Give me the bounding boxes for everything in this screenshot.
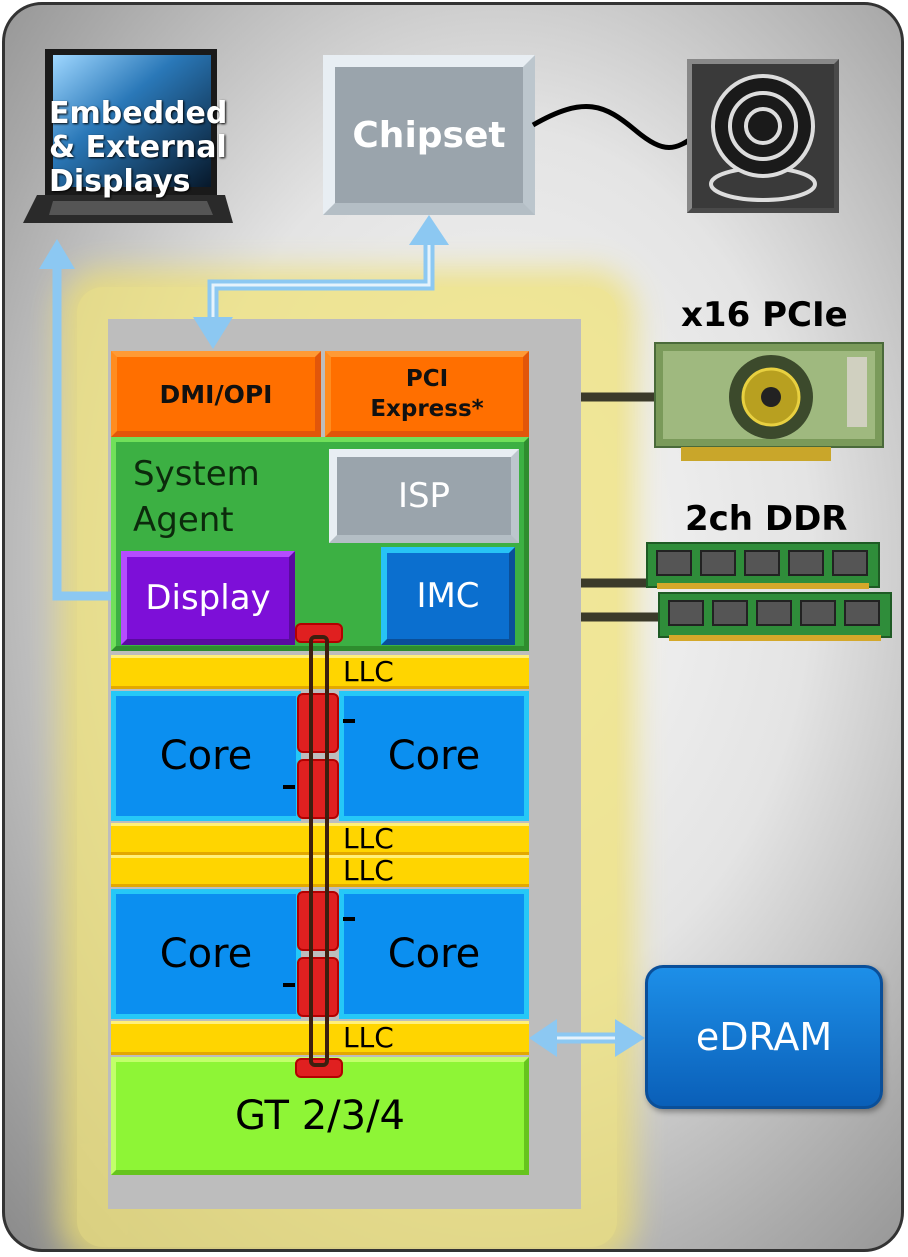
gt-label: GT 2/3/4 xyxy=(234,1093,406,1139)
pci-express-block: PCI Express* xyxy=(325,351,529,437)
laptop-icon xyxy=(23,49,233,223)
edram-block: eDRAM xyxy=(645,965,883,1109)
displays-label-line: Displays xyxy=(49,164,191,199)
core-label: Core xyxy=(387,733,481,779)
core-block: Core xyxy=(111,691,301,821)
memory-module-icon xyxy=(646,542,892,641)
llc-bar xyxy=(111,855,529,887)
ring-stop-tick xyxy=(283,983,295,987)
isp-block: ISP xyxy=(329,449,519,543)
dmi-opi-label: DMI/OPI xyxy=(159,379,273,409)
connection-arrows xyxy=(39,215,663,1057)
webcam-icon xyxy=(709,74,817,202)
graphics-card-icon xyxy=(654,342,884,461)
llc-bar xyxy=(111,1021,529,1055)
core-label: Core xyxy=(387,931,481,977)
camera-cable xyxy=(531,104,699,150)
ring-stop xyxy=(297,891,339,951)
displays-label-line: Embedded xyxy=(49,96,228,131)
system-agent-label-line: System xyxy=(133,454,260,494)
ddr-label: 2ch DDR xyxy=(685,499,848,539)
llc-label: LLC xyxy=(343,822,394,855)
ring-bus-outline xyxy=(309,635,329,1067)
core-label: Core xyxy=(159,733,253,779)
llc-label: LLC xyxy=(343,854,394,887)
system-agent-label: System Agent xyxy=(133,451,260,543)
llc-bar xyxy=(111,655,529,689)
ring-stop-tick xyxy=(343,917,355,921)
ring-stop-tick xyxy=(343,719,355,723)
core-label: Core xyxy=(159,931,253,977)
camera-box xyxy=(687,59,839,213)
displays-label-line: & External xyxy=(49,130,227,165)
ring-stop xyxy=(295,1058,343,1078)
dmi-opi-block: DMI/OPI xyxy=(111,351,321,437)
llc-bar xyxy=(111,823,529,855)
pcie-label: x16 PCIe xyxy=(681,295,848,335)
ring-stop-tick xyxy=(283,785,295,789)
chipset-block: Chipset xyxy=(323,55,535,215)
core-block: Core xyxy=(339,889,529,1019)
pci-express-label-line: PCI xyxy=(405,366,449,392)
pci-express-label-line: Express* xyxy=(370,396,484,422)
llc-label: LLC xyxy=(343,655,394,688)
ring-stop xyxy=(297,957,339,1017)
ring-stop xyxy=(297,759,339,819)
chipset-label: Chipset xyxy=(352,114,506,156)
core-block: Core xyxy=(111,889,301,1019)
ring-stop xyxy=(295,623,343,643)
edram-label: eDRAM xyxy=(695,1015,833,1059)
displays-label: Embedded & External Displays xyxy=(49,97,249,199)
ring-stop xyxy=(297,693,339,753)
display-label: Display xyxy=(145,578,271,618)
imc-label: IMC xyxy=(416,576,480,616)
display-block: Display xyxy=(121,551,295,645)
system-agent-label-line: Agent xyxy=(133,500,234,540)
core-block: Core xyxy=(339,691,529,821)
llc-label: LLC xyxy=(343,1021,394,1054)
isp-label: ISP xyxy=(397,476,451,516)
imc-block: IMC xyxy=(381,547,515,645)
